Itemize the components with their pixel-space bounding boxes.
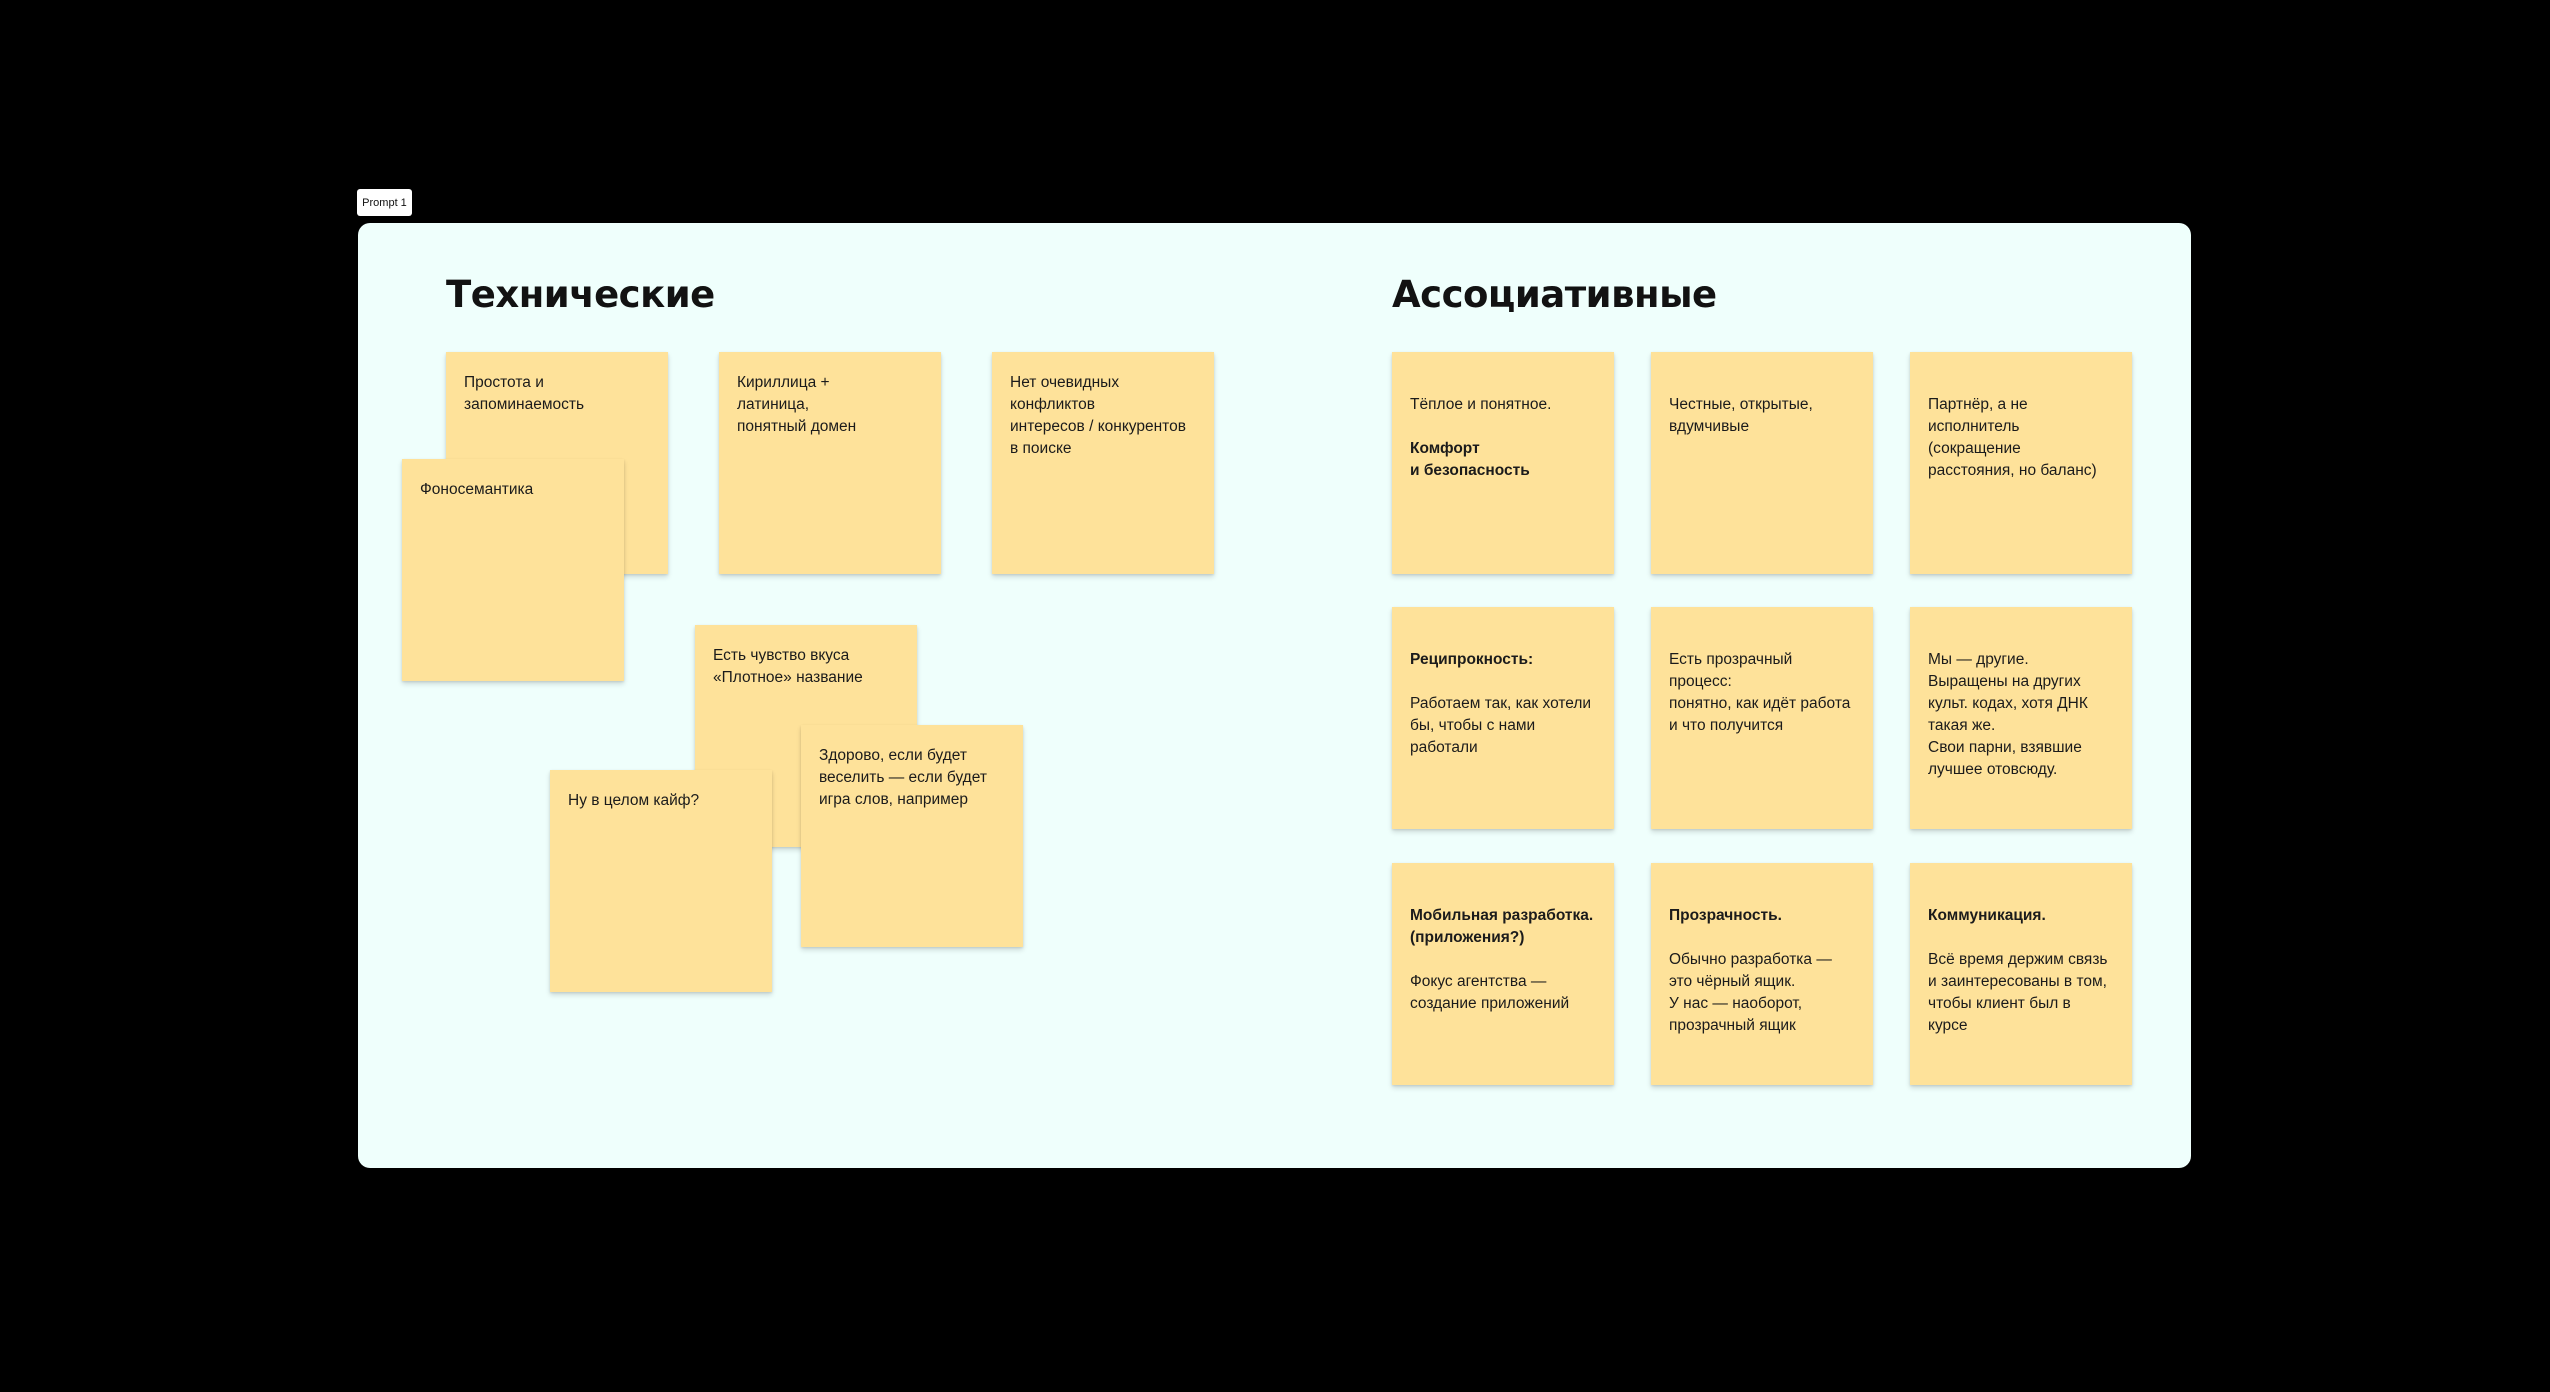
sticky-note-process[interactable]: Есть прозрачный процесс: понятно, как ид… [1651,607,1873,829]
sticky-note-cyrillic[interactable]: Кириллица + латиница, понятный домен [719,352,941,574]
frame-board[interactable]: Технические Простота и запоминаемость Ки… [358,223,2191,1168]
sticky-note-text: Фокус агентства — создание приложений [1410,973,1570,1012]
sticky-note-text: Всё время держим связь и заинтересованы … [1928,951,2108,1034]
sticky-note-different[interactable]: Мы — другие. Выращены на других культ. к… [1910,607,2132,829]
sticky-note-bold-text: Коммуникация. [1928,907,2046,924]
sticky-note-reciprocity[interactable]: Реципрокность: Работаем так, как хотели … [1392,607,1614,829]
sticky-note-transparency[interactable]: Прозрачность. Обычно разработка — это чё… [1651,863,1873,1085]
sticky-note-text: Есть прозрачный процесс: понятно, как ид… [1669,651,1851,734]
sticky-note-text: Работаем так, как хотели бы, чтобы с нам… [1410,695,1592,756]
sticky-note-text: Честные, открытые, вдумчивые [1669,396,1813,435]
section-title-technical: Технические [446,273,715,316]
sticky-note-conflicts[interactable]: Нет очевидных конфликтов интересов / кон… [992,352,1214,574]
sticky-note-fun[interactable]: Здорово, если будет веселить — если буде… [801,725,1023,947]
sticky-note-mobile[interactable]: Мобильная разработка. (приложения?) Фоку… [1392,863,1614,1085]
frame-label[interactable]: Prompt 1 [357,189,412,216]
sticky-note-text: Партнёр, а не исполнитель (сокращение ра… [1928,396,2097,479]
sticky-note-partner[interactable]: Партнёр, а не исполнитель (сокращение ра… [1910,352,2132,574]
sticky-note-text: Обычно разработка — это чёрный ящик. У н… [1669,951,1832,1034]
sticky-note-bold-text: Прозрачность. [1669,907,1782,924]
sticky-note-vibe[interactable]: Ну в целом кайф? [550,770,772,992]
sticky-note-bold-text: Мобильная разработка. (приложения?) [1410,907,1594,946]
sticky-note-bold-text: Реципрокность: [1410,651,1534,668]
section-title-associative: Ассоциативные [1392,273,1717,316]
sticky-note-communication[interactable]: Коммуникация. Всё время держим связь и з… [1910,863,2132,1085]
sticky-note-warm[interactable]: Тёплое и понятное. Комфорт и безопасност… [1392,352,1614,574]
sticky-note-text: Тёплое и понятное. [1410,396,1552,413]
sticky-note-text: Мы — другие. Выращены на других культ. к… [1928,651,2088,778]
sticky-note-honest[interactable]: Честные, открытые, вдумчивые [1651,352,1873,574]
sticky-note-bold-text: Комфорт и безопасность [1410,440,1530,479]
sticky-note-phonosemantics[interactable]: Фоносемантика [402,459,624,681]
